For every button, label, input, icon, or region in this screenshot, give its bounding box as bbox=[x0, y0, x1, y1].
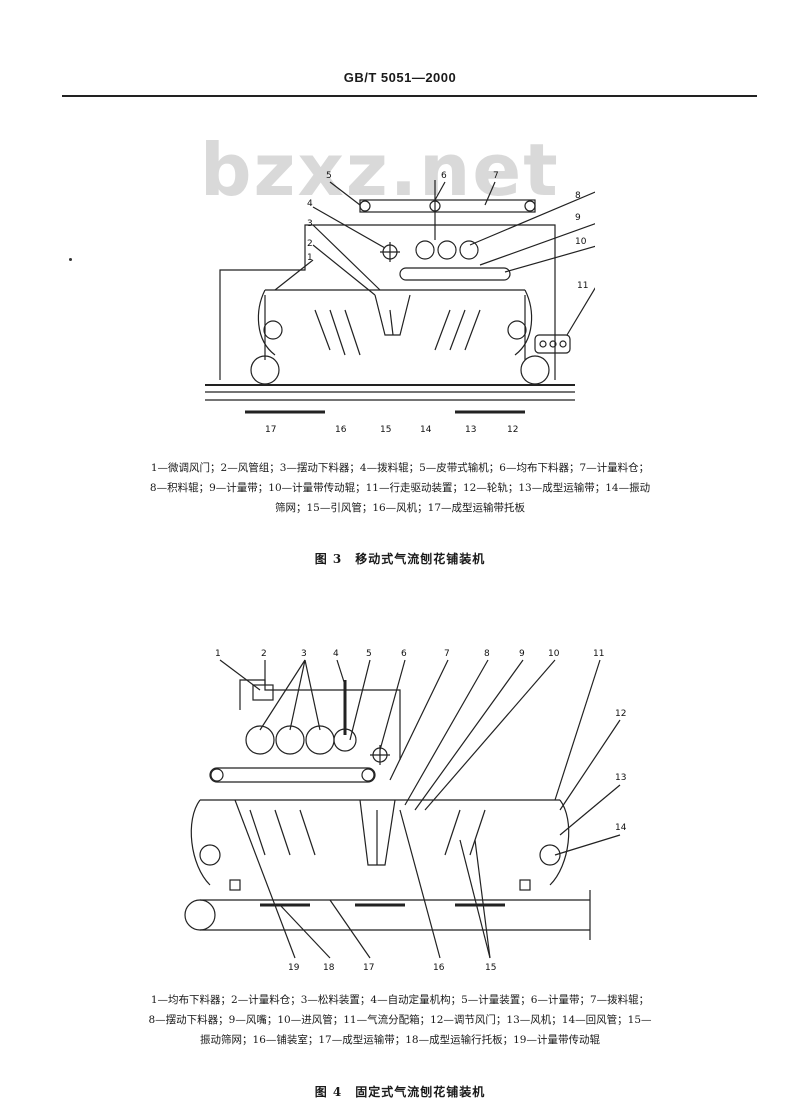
fig4-label-7: 7 bbox=[444, 649, 450, 659]
header-rule bbox=[62, 95, 757, 97]
fig3-label-7: 7 bbox=[493, 171, 499, 181]
fig3-label-6: 6 bbox=[441, 171, 447, 181]
fig3-label-17: 17 bbox=[265, 425, 276, 435]
fig4-label-11: 11 bbox=[593, 649, 604, 659]
fig3-label-1: 1 bbox=[307, 253, 313, 263]
figure-4-legend: 1—均布下料器；2—计量料仓；3—松料装置；4—自动定量机构；5—计量装置；6—… bbox=[100, 990, 700, 1050]
legend-line: 1—均布下料器；2—计量料仓；3—松料装置；4—自动定量机构；5—计量装置；6—… bbox=[150, 994, 650, 1006]
figure-4-caption: 图 4 固定式气流刨花铺装机 bbox=[314, 1085, 486, 1099]
standard-code: GB/T 5051—2000 bbox=[343, 70, 457, 85]
scan-speck bbox=[69, 258, 72, 261]
fig4-label-17: 17 bbox=[363, 963, 374, 973]
fig4-label-1: 1 bbox=[215, 649, 221, 659]
fig4-label-19: 19 bbox=[288, 963, 300, 973]
fig4-label-5: 5 bbox=[366, 649, 372, 659]
figure-3-legend: 1—微调风门；2—风管组；3—摆动下料器；4—拨料辊；5—皮带式输机；6—均布下… bbox=[100, 458, 700, 518]
figure-4-diagram: 1 2 3 4 5 6 7 8 9 10 11 12 13 14 19 18 1… bbox=[184, 649, 627, 973]
fig4-label-4: 4 bbox=[333, 649, 339, 659]
fig4-label-14: 14 bbox=[615, 823, 627, 833]
legend-line: 1—微调风门；2—风管组；3—摆动下料器；4—拨料辊；5—皮带式输机；6—均布下… bbox=[150, 462, 650, 474]
watermark: bzxz.net bbox=[200, 128, 560, 212]
fig3-label-14: 14 bbox=[420, 425, 432, 435]
fig4-label-15: 15 bbox=[485, 963, 496, 973]
fig4-label-10: 10 bbox=[548, 649, 560, 659]
fig3-label-8: 8 bbox=[575, 191, 581, 201]
legend-line: 振动筛网；16—铺装室；17—成型运输带；18—成型运输行托板；19—计量带传动… bbox=[200, 1034, 600, 1046]
fig4-label-12: 12 bbox=[615, 709, 626, 719]
fig3-label-11: 11 bbox=[577, 281, 588, 291]
fig4-label-13: 13 bbox=[615, 773, 626, 783]
legend-line: 8—积料辊；9—计量带；10—计量带传动辊；11—行走驱动装置；12—轮轨；13… bbox=[149, 482, 651, 494]
fig3-label-4: 4 bbox=[307, 199, 313, 209]
fig3-label-5: 5 bbox=[326, 171, 332, 181]
figure-3-caption: 图 3 移动式气流刨花铺装机 bbox=[314, 552, 486, 566]
fig4-label-8: 8 bbox=[484, 649, 490, 659]
fig4-label-16: 16 bbox=[433, 963, 445, 973]
fig3-label-13: 13 bbox=[465, 425, 476, 435]
fig3-label-3: 3 bbox=[307, 219, 313, 229]
fig4-label-9: 9 bbox=[519, 649, 525, 659]
fig3-label-2: 2 bbox=[307, 239, 313, 249]
figure-3-diagram: 5 6 7 4 3 2 1 8 9 10 11 17 16 15 14 13 1… bbox=[205, 171, 595, 435]
fig4-label-3: 3 bbox=[301, 649, 307, 659]
fig3-label-15: 15 bbox=[380, 425, 391, 435]
legend-line: 8—摆动下料器；9—风嘴；10—进风管；11—气流分配箱；12—调节风门；13—… bbox=[148, 1014, 652, 1026]
fig4-label-2: 2 bbox=[261, 649, 267, 659]
fig3-label-12: 12 bbox=[507, 425, 518, 435]
fig3-label-16: 16 bbox=[335, 425, 347, 435]
fig3-label-10: 10 bbox=[575, 237, 587, 247]
fig4-label-6: 6 bbox=[401, 649, 407, 659]
fig3-label-9: 9 bbox=[575, 213, 581, 223]
fig4-label-18: 18 bbox=[323, 963, 335, 973]
legend-line: 筛网；15—引风管；16—风机；17—成型运输带托板 bbox=[274, 502, 526, 514]
